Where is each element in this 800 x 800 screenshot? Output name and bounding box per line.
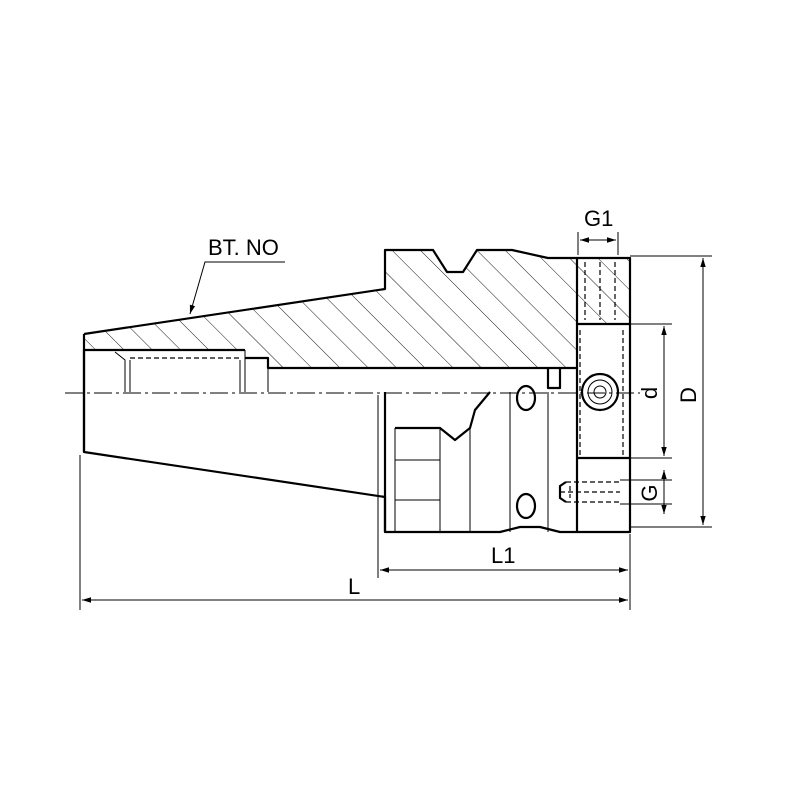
G-label: G [637,484,662,501]
bt-no-label: BT. NO [208,235,279,260]
cross-hole-outer [580,372,620,412]
tapped-hole-g [560,481,620,503]
tapped-hole-tip [558,481,567,503]
D-label: D [676,387,701,403]
screw-hole-lower [515,492,537,520]
bore-step [114,350,246,392]
flange-groove [394,428,441,532]
head-bore-hidden [579,330,624,458]
bore-lower-step [245,356,577,370]
set-screw-g1 [584,262,616,320]
flange-lower [383,391,491,532]
section-hatch [84,250,577,368]
d-label: d [637,387,662,399]
screw-hole-upper [515,384,537,412]
bt-leader [189,261,285,315]
cross-hole-core [593,385,607,399]
L1-label: L1 [491,543,515,568]
flange-hatch [577,258,630,324]
g1-label: G1 [584,206,613,231]
cross-hole-inner [587,379,613,405]
pin-stub [546,368,562,390]
L-label: L [348,574,360,599]
neck-lines [469,392,549,532]
head-bore [575,258,630,532]
